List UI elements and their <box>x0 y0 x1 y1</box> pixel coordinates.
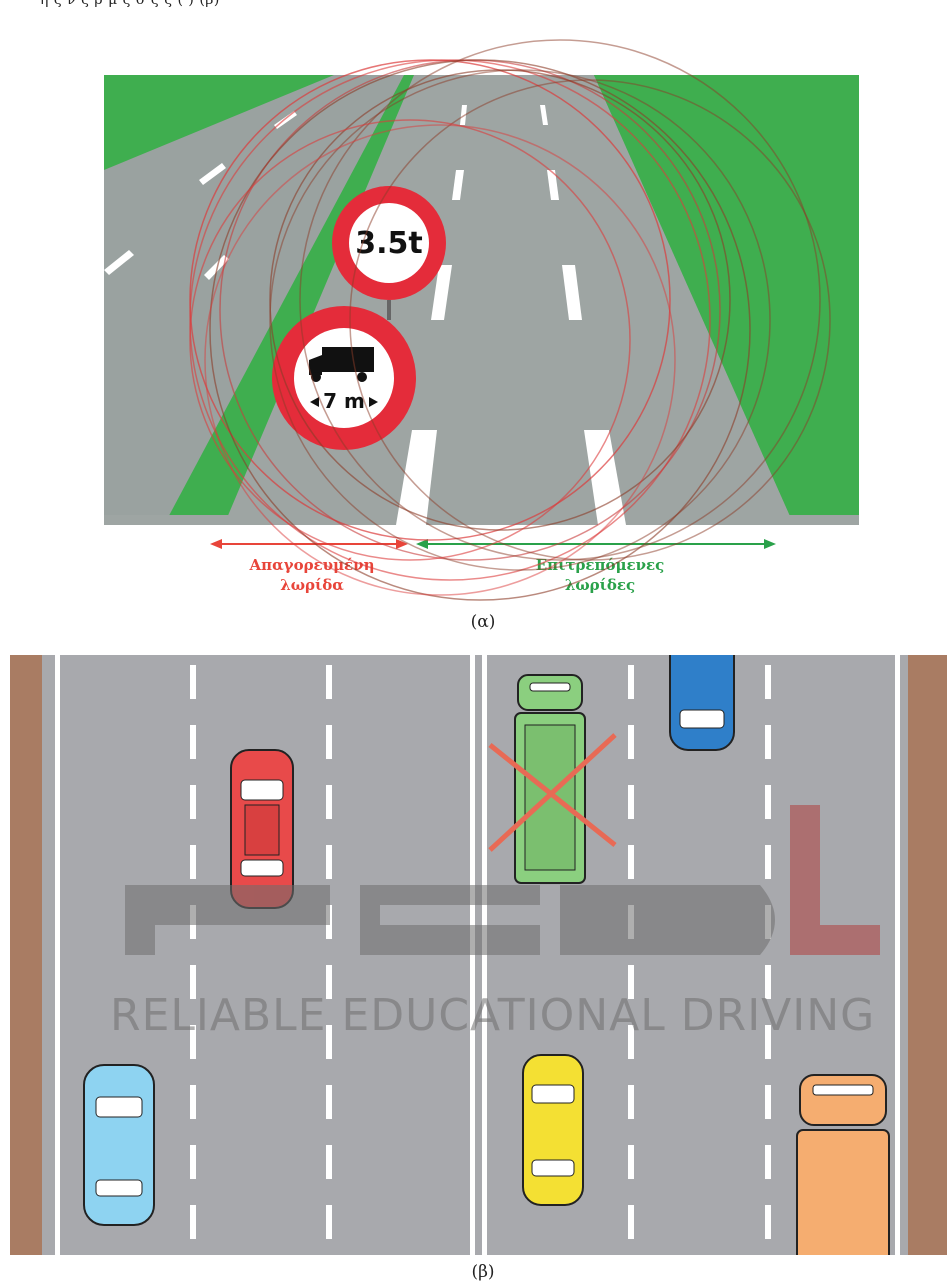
lane-dash <box>765 1145 771 1179</box>
lane-dash <box>765 665 771 699</box>
allowed-lanes-label: Επιτρεπόμενες λωρίδες <box>480 555 720 595</box>
watermark-text: RELIABLE EDUCATIONAL DRIVING <box>110 990 890 1041</box>
length-limit-sign: 7 m <box>272 306 416 450</box>
lane-dash <box>628 785 634 819</box>
lane-dash <box>326 665 332 699</box>
green-truck <box>515 675 585 883</box>
forbidden-lane-label: Απαγορευμένη λωρίδα <box>212 555 412 595</box>
sign-length-text: 7 m <box>323 389 365 413</box>
lane-dash <box>326 1145 332 1179</box>
lane-dash <box>190 1205 196 1239</box>
caption-b: (β) <box>453 1262 513 1282</box>
lane-dash <box>628 845 634 879</box>
left-shoulder <box>10 655 42 1255</box>
lane-dash <box>765 845 771 879</box>
right-edge-line <box>895 655 900 1255</box>
lane-dash <box>628 1085 634 1119</box>
lane-dash <box>765 1205 771 1239</box>
lane-dash <box>765 725 771 759</box>
lane-dash <box>190 1145 196 1179</box>
orange-truck <box>797 1075 889 1255</box>
left-edge-line <box>55 655 60 1255</box>
red-car <box>231 750 293 908</box>
figure-b-road <box>0 655 947 1255</box>
figure-a-photo: 3.5t 7 m <box>104 75 859 525</box>
lane-dash <box>190 845 196 879</box>
lane-dash <box>628 725 634 759</box>
lane-dash <box>628 1205 634 1239</box>
caption-a: (α) <box>453 612 513 632</box>
yellow-car <box>523 1055 583 1205</box>
lane-dash <box>190 665 196 699</box>
sign-weight-text: 3.5t <box>355 226 423 261</box>
light-blue-car <box>84 1065 154 1225</box>
lane-dash <box>765 785 771 819</box>
lane-dash <box>190 785 196 819</box>
lane-dash <box>628 1145 634 1179</box>
lane-dash <box>326 845 332 879</box>
lane-dash <box>326 725 332 759</box>
header-text: ή ς ν ς ρ μ ς σ ς ς ( ) (β) <box>0 0 947 8</box>
header-text-cropped: ή ς ν ς ρ μ ς σ ς ς ( ) (β) <box>0 0 947 18</box>
lane-dash <box>326 1205 332 1239</box>
lane-dash <box>628 665 634 699</box>
lane-dash <box>190 1085 196 1119</box>
lane-dash <box>765 1085 771 1119</box>
lane-dash <box>326 785 332 819</box>
lane-dash <box>190 725 196 759</box>
blue-car <box>670 655 734 750</box>
right-shoulder <box>908 655 947 1255</box>
lane-dash <box>326 1085 332 1119</box>
